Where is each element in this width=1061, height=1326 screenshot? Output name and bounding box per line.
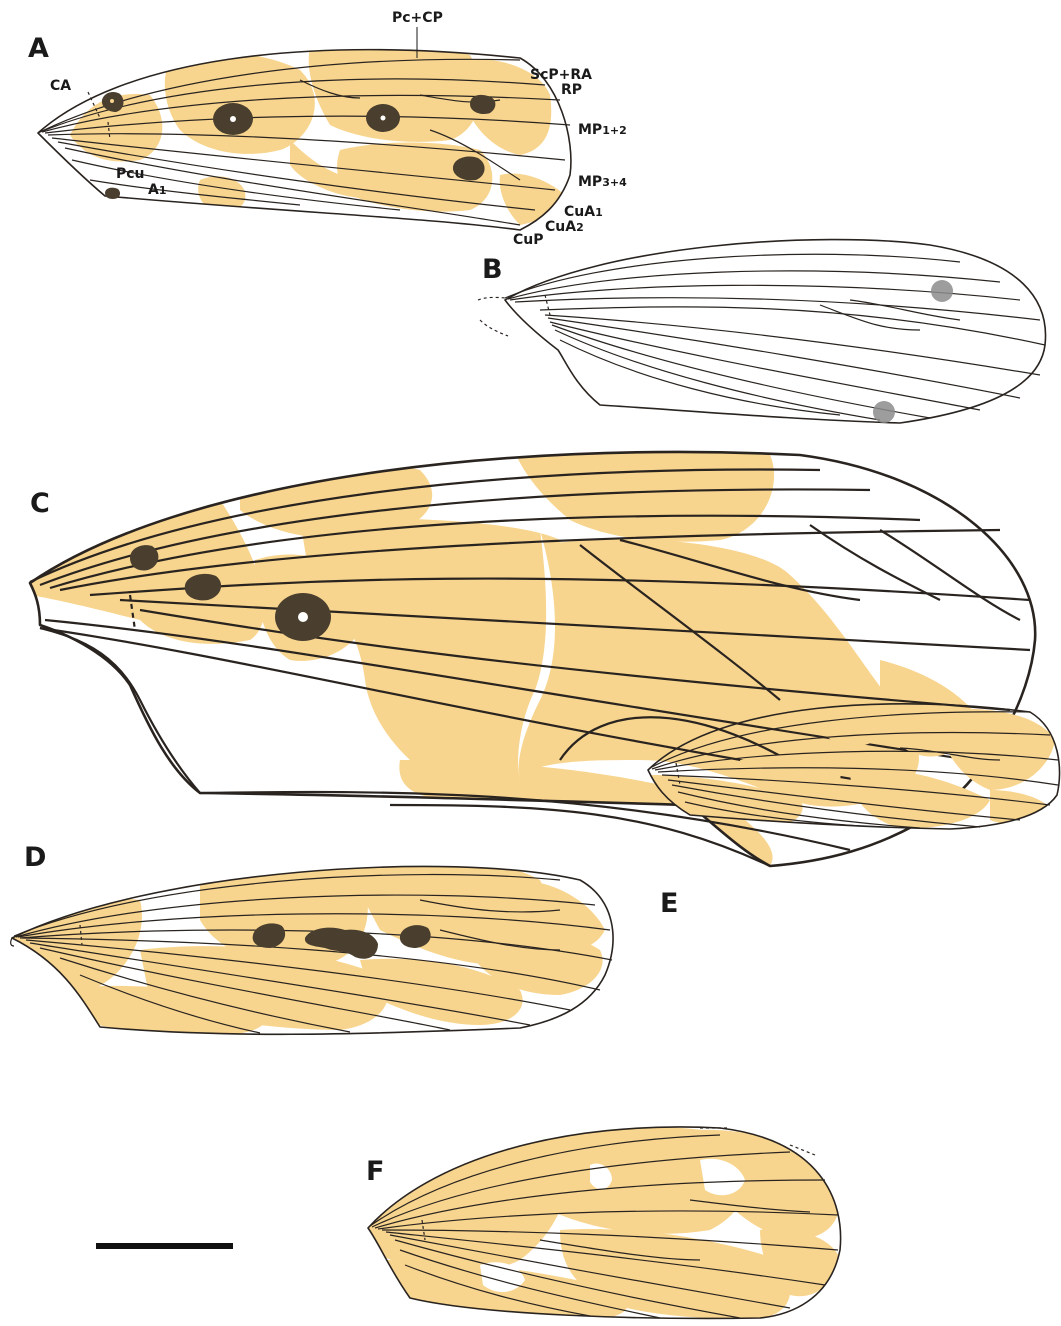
label-cua2: CuA2 [545,219,584,235]
panel-d: D [11,842,613,1035]
panel-a-letter: A [28,33,49,64]
label-cup: CuP [513,232,544,248]
panel-b: B [478,240,1046,423]
label-pc-cp: Pc+CP [392,10,443,26]
panel-e-letter: E [660,888,678,919]
label-cua2-sub: 2 [576,221,584,234]
label-mp12: MP1+2 [578,122,627,138]
panel-f-letter: F [366,1156,384,1187]
panel-d-pattern [12,854,605,1035]
label-cua1: CuA1 [564,204,603,220]
label-a1-base: A [148,182,159,198]
label-mp34-base: MP [578,174,602,190]
label-ca: CA [50,78,71,94]
panel-c-letter: C [30,488,50,519]
label-mp34-sub: 3+4 [602,176,627,189]
label-mp12-base: MP [578,122,602,138]
label-a1: A1 [148,182,167,198]
panel-b-veins [478,254,1045,420]
panel-a: A [28,10,627,248]
label-scp-ra: ScP+RA [530,67,592,83]
label-rp: RP [561,82,582,98]
label-pcu: Pcu [116,166,145,182]
label-cua1-base: CuA [564,204,595,220]
panel-a-pattern [70,44,565,225]
panel-f: F [366,1125,841,1320]
label-cua1-sub: 1 [595,206,603,219]
panel-d-letter: D [24,842,46,873]
scale-bar [96,1243,233,1249]
label-cua2-base: CuA [545,219,576,235]
panel-b-letter: B [482,254,503,285]
label-mp12-sub: 1+2 [602,124,627,137]
panel-b-grey-spot-2 [873,401,895,423]
panel-b-grey-spot-1 [931,280,953,302]
panel-e: E [648,700,1060,919]
label-mp34: MP3+4 [578,174,627,190]
label-a1-sub: 1 [159,184,167,197]
